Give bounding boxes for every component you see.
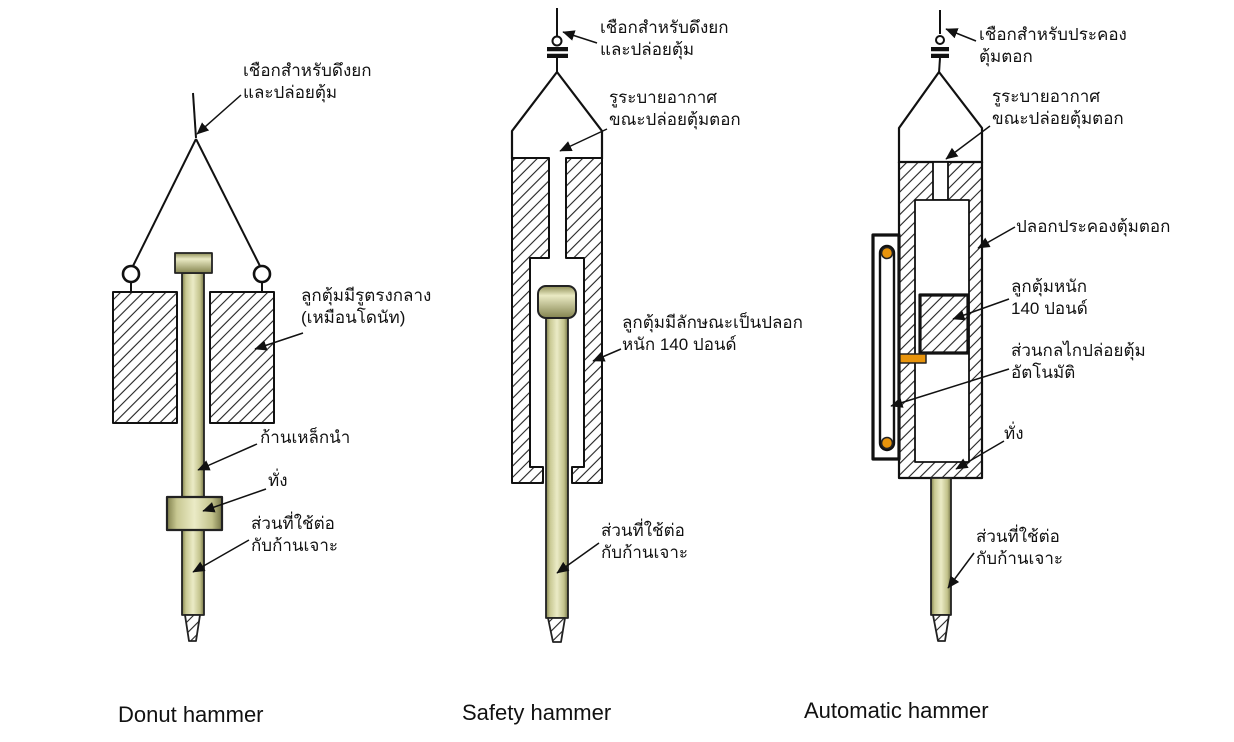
drill-rod-tip <box>547 617 566 643</box>
sling-rope-left <box>132 138 197 267</box>
label-auto-weight: ลูกตุ้มหนัก 140 ปอนด์ <box>1011 277 1088 318</box>
rope-hook <box>935 35 945 45</box>
donut-weight-left-section <box>112 291 178 424</box>
leader-safety-weight <box>592 348 622 362</box>
donut-weight-right-section <box>209 291 275 424</box>
donut-hammer-figure <box>112 92 275 642</box>
rope-hook <box>551 35 563 47</box>
guide-rod-cap <box>174 252 213 274</box>
leader-safety-connector <box>556 542 600 574</box>
label-safety-rope: เชือกสำหรับดึงยก และปล่อยตุ้ม <box>600 18 729 59</box>
label-donut-weight: ลูกตุ้มมีรูตรงกลาง (เหมือนโดนัท) <box>301 286 432 327</box>
label-donut-rope: เชือกสำหรับดึงยก และปล่อยตุ้ม <box>243 61 372 102</box>
label-safety-connector: ส่วนที่ใช้ต่อ กับก้านเจาะ <box>601 521 688 562</box>
sleeve-weight-left-wall <box>511 157 550 484</box>
leader-donut-guide-rod <box>197 443 258 471</box>
label-donut-guide-rod: ก้านเหล็กนำ <box>260 428 351 447</box>
pulley-bottom <box>880 436 894 450</box>
label-donut-connector: ส่วนที่ใช้ต่อ กับก้านเจาะ <box>251 514 338 555</box>
leader-auto-vent <box>945 125 991 160</box>
air-vent-slot <box>932 161 949 201</box>
leader-auto-anvil <box>955 440 1005 470</box>
leader-auto-rope <box>945 28 977 42</box>
label-auto-sleeve: ปลอกประคองตุ้มตอก <box>1016 217 1171 236</box>
drill-rod-tip <box>184 614 201 642</box>
label-auto-anvil: ทั่ง <box>1004 424 1024 443</box>
label-auto-vent: รูระบายอากาศ ขณะปล่อยตุ้มตอก <box>992 87 1124 128</box>
lifting-rope <box>192 92 197 139</box>
label-auto-connector: ส่วนที่ใช้ต่อ กับก้านเจาะ <box>976 527 1063 568</box>
safety-hammer-figure <box>510 8 604 643</box>
hammer-head-outline <box>897 70 984 163</box>
shackle-pin-link <box>938 57 941 74</box>
leader-auto-sleeve <box>977 226 1016 249</box>
sling-rope-right <box>195 138 261 267</box>
hammer-weight-block <box>918 293 970 355</box>
caption-safety-hammer: Safety hammer <box>462 700 612 725</box>
label-safety-weight: ลูกตุ้มมีลักษณะเป็นปลอก หนัก 140 ปอนด์ <box>622 313 803 354</box>
label-auto-rope: เชือกสำหรับประคอง ตุ้มตอก <box>979 25 1127 66</box>
leader-auto-weight <box>952 298 1010 321</box>
leader-donut-anvil <box>202 488 267 513</box>
leader-auto-mechanism <box>890 368 1010 408</box>
label-donut-anvil: ทั่ง <box>268 471 288 490</box>
anvil <box>165 495 224 532</box>
lifting-ring-left <box>121 264 141 284</box>
label-safety-vent: รูระบายอากาศ ขณะปล่อยตุ้มตอก <box>609 88 741 129</box>
leader-donut-weight <box>254 332 304 351</box>
sleeve-weight-right-wall <box>565 157 603 484</box>
drill-rod-tip <box>932 614 950 642</box>
leader-donut-connector <box>192 539 250 573</box>
rod-striker-cap <box>537 285 577 319</box>
leader-safety-vent <box>559 128 608 152</box>
mechanism-belt-loop <box>878 244 896 452</box>
leader-auto-connector <box>947 552 975 589</box>
leader-safety-rope <box>562 30 598 44</box>
label-auto-mechanism: ส่วนกลไกปล่อยตุ้ม อัตโนมัติ <box>1011 341 1146 382</box>
pulley-top <box>880 246 894 260</box>
guide-rod <box>181 272 205 616</box>
automatic-hammer-figure <box>871 10 984 642</box>
hammer-head-outline <box>510 70 604 159</box>
lifting-ring-right <box>252 264 272 284</box>
leader-donut-rope <box>196 94 242 135</box>
caption-automatic-hammer: Automatic hammer <box>804 698 989 723</box>
caption-donut-hammer: Donut hammer <box>118 702 264 727</box>
connector-rod <box>930 477 952 616</box>
leader-arrows <box>192 28 1016 589</box>
